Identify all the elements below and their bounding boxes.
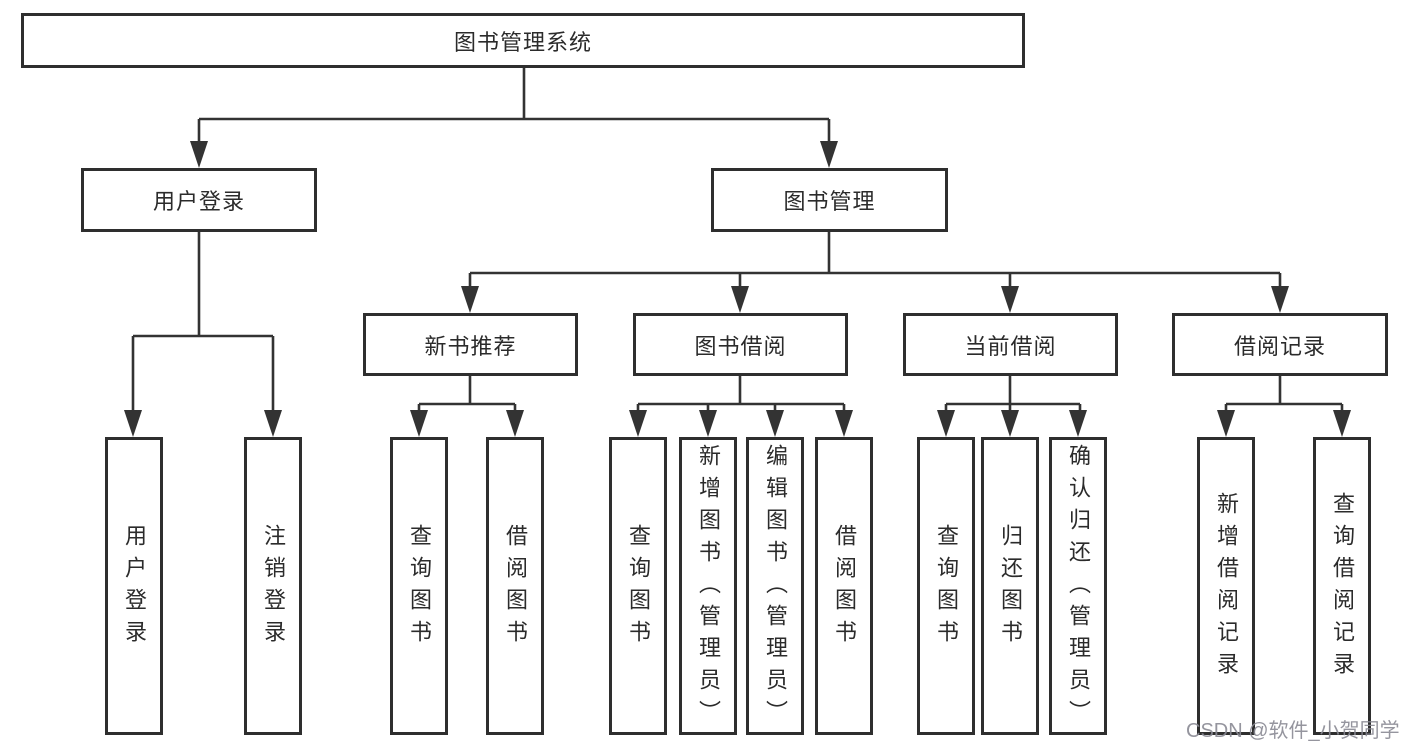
node-borrow-records: 借阅记录 — [1172, 313, 1388, 376]
edge-root-to-level2 — [197, 68, 831, 144]
arrowhead — [410, 410, 428, 437]
leaf-current-query: 查询图书 — [917, 437, 975, 735]
leaf-label: 查询借阅记录 — [1330, 492, 1355, 684]
node-user-login: 用户登录 — [81, 168, 317, 232]
arrowhead — [820, 141, 838, 168]
leaf-current-return: 归还图书 — [981, 437, 1039, 735]
node-new-book-recommend-label: 新书推荐 — [424, 333, 517, 359]
arrowhead — [264, 410, 282, 437]
csdn-watermark: CSDN @软件_小贺同学 — [1186, 720, 1400, 742]
arrowhead — [506, 410, 524, 437]
leaf-label: 查询图书 — [934, 524, 959, 652]
leaf-label: 注销登录 — [261, 524, 286, 652]
edge-records-to-leaves — [1224, 376, 1344, 413]
arrowhead — [1069, 410, 1087, 437]
arrowhead — [731, 286, 749, 313]
arrowhead — [766, 410, 784, 437]
leaf-label: 编辑图书（管理员） — [763, 444, 788, 732]
leaf-label: 归还图书 — [998, 524, 1023, 652]
arrowhead — [124, 410, 142, 437]
edge-bookborrow-to-leaves — [636, 376, 846, 413]
leaf-records-query: 查询借阅记录 — [1313, 437, 1371, 735]
leaf-label: 确认归还（管理员） — [1066, 444, 1091, 732]
leaf-label: 借阅图书 — [832, 524, 857, 652]
leaf-label: 借阅图书 — [503, 524, 528, 652]
node-book-management-label: 图书管理 — [783, 189, 876, 214]
node-borrow-records-label: 借阅记录 — [1233, 333, 1326, 359]
arrowhead — [1333, 410, 1351, 437]
leaf-borrow-query: 查询图书 — [609, 437, 667, 735]
arrowhead — [461, 286, 479, 313]
leaf-user-login: 用户登录 — [105, 437, 163, 735]
arrowhead — [629, 410, 647, 437]
edge-newbooks-to-leaves — [417, 376, 517, 413]
node-book-management: 图书管理 — [711, 168, 948, 232]
node-root-label: 图书管理系统 — [453, 29, 592, 55]
leaf-newbooks-query: 查询图书 — [390, 437, 448, 735]
arrowhead — [1001, 286, 1019, 313]
leaf-logout: 注销登录 — [244, 437, 302, 735]
arrowhead — [937, 410, 955, 437]
node-new-book-recommend: 新书推荐 — [363, 313, 578, 376]
leaf-label: 查询图书 — [407, 524, 432, 652]
leaf-newbooks-borrow: 借阅图书 — [486, 437, 544, 735]
leaf-label: 新增图书（管理员） — [696, 444, 721, 732]
leaf-label: 新增借阅记录 — [1214, 492, 1239, 684]
node-current-borrow: 当前借阅 — [903, 313, 1118, 376]
node-book-borrow: 图书借阅 — [633, 313, 848, 376]
edge-login-to-leaves — [131, 232, 275, 413]
edge-currentborrow-to-leaves — [944, 376, 1082, 413]
leaf-borrow-edit-admin: 编辑图书（管理员） — [746, 437, 804, 735]
leaf-label: 用户登录 — [122, 524, 147, 652]
arrowhead — [1001, 410, 1019, 437]
node-current-borrow-label: 当前借阅 — [964, 333, 1057, 359]
arrowhead — [1217, 410, 1235, 437]
node-book-borrow-label: 图书借阅 — [694, 333, 787, 359]
leaf-borrow-book: 借阅图书 — [815, 437, 873, 735]
leaf-records-add: 新增借阅记录 — [1197, 437, 1255, 735]
edge-management-to-level3 — [468, 232, 1282, 289]
node-user-login-label: 用户登录 — [152, 189, 245, 214]
arrowhead — [835, 410, 853, 437]
leaf-borrow-add-admin: 新增图书（管理员） — [679, 437, 737, 735]
arrowhead — [190, 141, 208, 168]
leaf-current-confirm-admin: 确认归还（管理员） — [1049, 437, 1107, 735]
leaf-label: 查询图书 — [626, 524, 651, 652]
arrowhead — [1271, 286, 1289, 313]
arrowhead — [699, 410, 717, 437]
node-root: 图书管理系统 — [21, 13, 1025, 68]
